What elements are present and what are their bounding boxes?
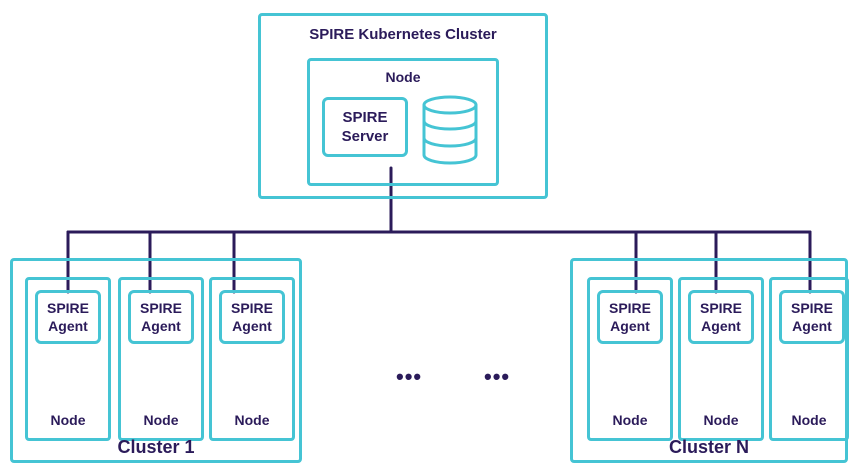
node-label: Node [791,412,827,428]
agent-line1: SPIRE [699,300,742,316]
agent-line2: Agent [701,318,741,334]
cluster-1-node-3: SPIRE Agent Node [209,277,295,441]
spire-agent-box: SPIRE Agent [128,290,194,344]
node-label: Node [50,412,86,428]
agent-line1: SPIRE [139,300,182,316]
spire-kubernetes-cluster: SPIRE Kubernetes Cluster Node SPIRE Serv… [258,13,548,199]
spire-agent-box: SPIRE Agent [597,290,663,344]
cluster-1-node-1: SPIRE Agent Node [25,277,111,441]
cluster-n-node-1: SPIRE Agent Node [587,277,673,441]
agent-line2: Agent [141,318,181,334]
spire-agent-box: SPIRE Agent [688,290,754,344]
cluster-1-label: Cluster 1 [117,437,195,457]
node-label: Node [703,412,739,428]
agent-line2: Agent [610,318,650,334]
agent-line2: Agent [792,318,832,334]
ellipsis-1: ••• [396,364,423,389]
agent-line2: Agent [48,318,88,334]
ellipsis-2: ••• [484,364,511,389]
spire-server-line1: SPIRE [342,109,388,126]
cluster-n-node-2: SPIRE Agent Node [678,277,764,441]
spire-agent-box: SPIRE Agent [219,290,285,344]
node-label: Node [143,412,179,428]
node-label: Node [234,412,270,428]
cluster-n-node-3: SPIRE Agent Node [769,277,849,441]
agent-line1: SPIRE [230,300,273,316]
spire-agent-box: SPIRE Agent [35,290,101,344]
spire-agent-box: SPIRE Agent [779,290,845,344]
database-icon [422,95,478,165]
cluster-1: SPIRE Agent Node SPIRE Agent Node SPIRE … [10,258,302,463]
cluster-n: SPIRE Agent Node SPIRE Agent Node SPIRE … [570,258,849,463]
server-node-label: Node [385,69,421,85]
spire-server-box: SPIRE Server [322,97,408,157]
agent-line1: SPIRE [46,300,89,316]
agent-line1: SPIRE [790,300,833,316]
spire-server-line2: Server [341,128,389,145]
node-label: Node [612,412,648,428]
server-node: Node SPIRE Server [307,58,499,186]
cluster-n-label: Cluster N [668,437,749,457]
agent-line2: Agent [232,318,272,334]
agent-line1: SPIRE [608,300,651,316]
top-cluster-title: SPIRE Kubernetes Cluster [309,26,497,43]
cluster-1-node-2: SPIRE Agent Node [118,277,204,441]
